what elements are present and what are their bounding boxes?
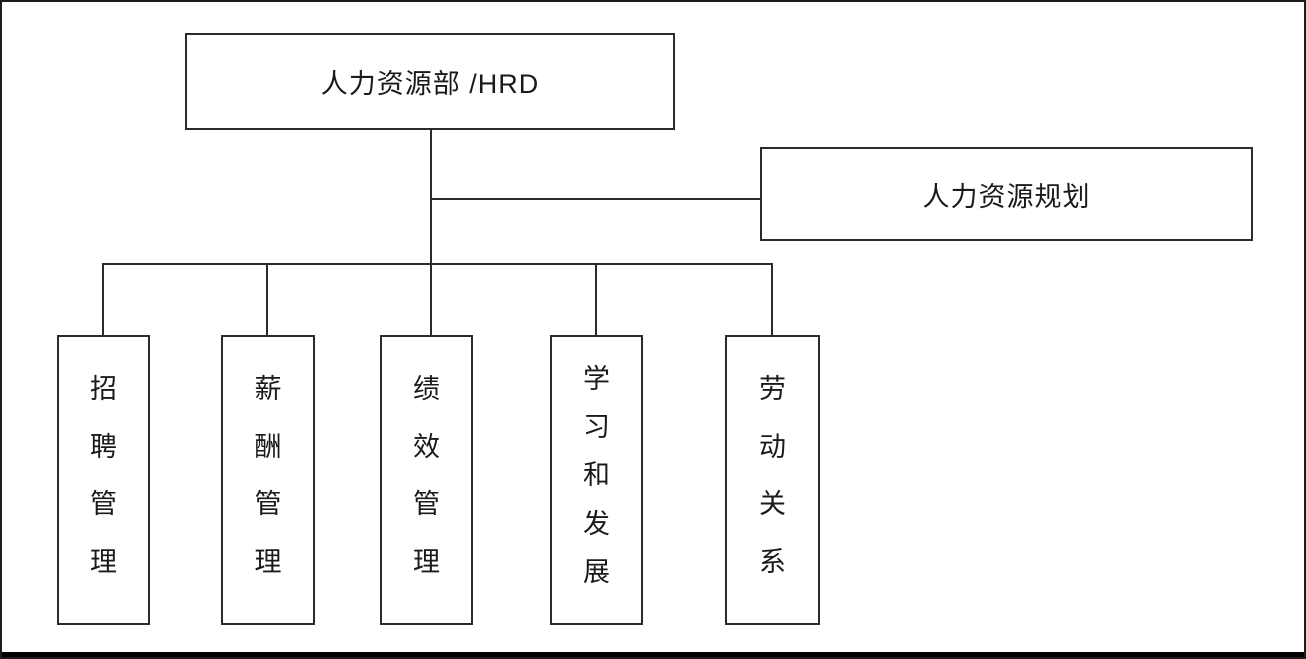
org-node-label-char: 招 <box>90 373 117 404</box>
screenshot-bottom-edge <box>2 652 1304 657</box>
org-node-label-char: 学 <box>583 364 610 395</box>
org-node-label-char: 动 <box>759 431 786 462</box>
connector-bus-horizontal-line <box>102 263 773 265</box>
connector-drop-line-5 <box>771 263 773 335</box>
org-node-label-char: 聘 <box>90 431 117 462</box>
org-node-label-char: 管 <box>413 489 440 520</box>
org-node-labor-relations: 劳动关系 <box>725 335 820 625</box>
org-node-label-char: 酬 <box>254 431 282 462</box>
org-node-label-char: 发 <box>583 508 610 539</box>
org-node-label-char: 关 <box>759 489 786 520</box>
connector-drop-line-1 <box>102 263 104 335</box>
org-node-label-char: 管 <box>90 489 117 520</box>
org-node-label-char: 管 <box>254 489 282 520</box>
org-node-label-char: 绩 <box>413 373 440 404</box>
org-node-recruitment-management: 招聘管理 <box>57 335 150 625</box>
org-node-label-char: 系 <box>759 547 786 578</box>
org-node-label-char: 习 <box>583 412 610 443</box>
org-node-label-char: 和 <box>583 460 610 491</box>
connector-staff-horizontal-line <box>432 198 762 200</box>
org-node-label-char: 劳 <box>759 373 786 404</box>
org-node-label-char: 效 <box>413 431 440 462</box>
org-node-compensation-management: 薪酬管理 <box>221 335 315 625</box>
org-node-label-char: 展 <box>583 556 610 587</box>
org-node-performance-management: 绩效管理 <box>380 335 473 625</box>
org-node-label: 人力资源规划 <box>922 181 1091 212</box>
org-node-label: 人力资源部 /HRD <box>320 69 540 99</box>
org-node-label-char: 薪 <box>254 373 282 404</box>
org-node-label-char: 理 <box>90 547 117 578</box>
org-node-hrd-root: 人力资源部 /HRD <box>185 33 675 130</box>
connector-trunk-vertical-line <box>430 130 432 335</box>
connector-drop-line-4 <box>595 263 597 335</box>
org-node-label-char: 理 <box>413 547 440 578</box>
org-node-label-char: 理 <box>254 547 282 578</box>
org-node-hr-planning: 人力资源规划 <box>760 147 1253 241</box>
org-node-learning-and-development: 学习和发展 <box>550 335 643 625</box>
connector-drop-line-2 <box>266 263 268 335</box>
